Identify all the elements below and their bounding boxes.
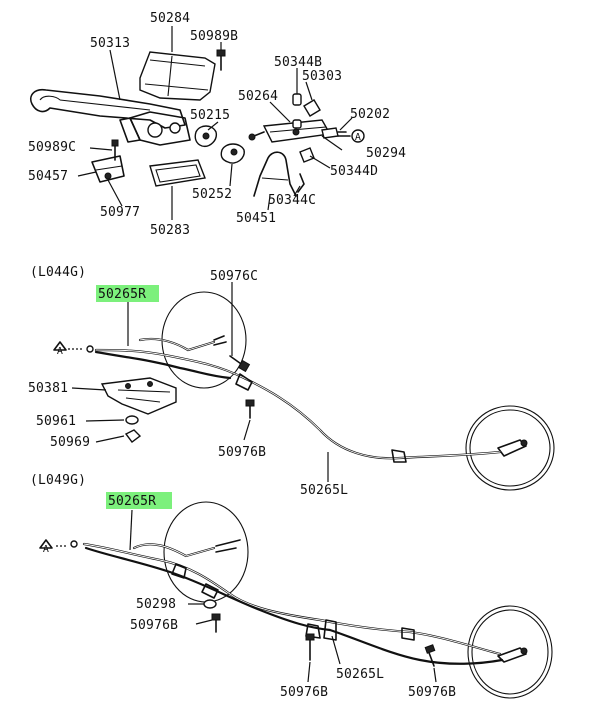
label-50381: 50381 bbox=[28, 381, 68, 396]
label-50344d: 50344D bbox=[330, 164, 378, 179]
bolt-50989b bbox=[216, 49, 226, 71]
svg-text:A: A bbox=[355, 132, 361, 143]
label-50976c: 50976C bbox=[210, 269, 258, 284]
marker-a-top: A bbox=[337, 129, 365, 143]
label-50989b: 50989B bbox=[190, 29, 238, 44]
bracket-50451 bbox=[253, 151, 297, 197]
label-50969: 50969 bbox=[50, 435, 90, 450]
label-50977: 50977 bbox=[100, 205, 140, 220]
label-50976b-a: 50976B bbox=[130, 618, 178, 633]
section-l044g: (L044G) 50265R 50976C 50381 50961 50969 … bbox=[28, 265, 555, 498]
highlight-50265r-l044g bbox=[96, 285, 159, 302]
lever-cover bbox=[139, 51, 216, 101]
label-50313: 50313 bbox=[90, 36, 130, 51]
bracket-50381 bbox=[100, 377, 177, 415]
label-50202: 50202 bbox=[350, 107, 390, 122]
label-50344c: 50344C bbox=[268, 193, 316, 208]
marker-a-l049g: A bbox=[39, 539, 78, 555]
brake-drum-right-l049g bbox=[467, 605, 553, 699]
tray-50283 bbox=[149, 159, 206, 187]
label-50451: 50451 bbox=[236, 211, 276, 226]
label-50976b-l044g: 50976B bbox=[218, 445, 266, 460]
lever-assembly: A bbox=[30, 26, 365, 220]
label-50976b-b: 50976B bbox=[280, 685, 328, 700]
label-50215: 50215 bbox=[190, 108, 230, 123]
label-50265r-l044g: 50265R bbox=[98, 287, 146, 302]
label-50265l-l049g: 50265L bbox=[336, 667, 384, 682]
leader-lines-top bbox=[77, 26, 353, 220]
label-50294: 50294 bbox=[366, 146, 406, 161]
svg-text:A: A bbox=[43, 544, 49, 555]
label-50252: 50252 bbox=[192, 187, 232, 202]
svg-text:A: A bbox=[57, 346, 63, 357]
label-50265r-l049g: 50265R bbox=[108, 494, 156, 509]
label-50284: 50284 bbox=[150, 11, 190, 26]
lever-handle bbox=[30, 88, 186, 129]
label-50976b-c: 50976B bbox=[408, 685, 456, 700]
highlight-50265r-l049g bbox=[106, 492, 172, 509]
label-50298: 50298 bbox=[136, 597, 176, 612]
label-50265l-l044g: 50265L bbox=[300, 483, 348, 498]
section-l044g-title: (L044G) bbox=[30, 265, 86, 280]
section-l049g: (L049G) 50265R 50298 50976B 50265L 50976… bbox=[30, 473, 553, 700]
label-50344b: 50344B bbox=[274, 55, 322, 70]
label-50264: 50264 bbox=[238, 89, 278, 104]
label-50457: 50457 bbox=[28, 169, 68, 184]
label-50989c: 50989C bbox=[28, 140, 76, 155]
marker-a-l044g: A bbox=[53, 341, 94, 357]
section-l049g-title: (L049G) bbox=[30, 473, 86, 488]
brake-drum-right-l044g bbox=[465, 405, 555, 491]
label-50283: 50283 bbox=[150, 223, 190, 238]
label-50961: 50961 bbox=[36, 414, 76, 429]
label-50303: 50303 bbox=[302, 69, 342, 84]
labels-top: 50284 50313 50989B 50344B 50303 50264 50… bbox=[28, 11, 406, 238]
